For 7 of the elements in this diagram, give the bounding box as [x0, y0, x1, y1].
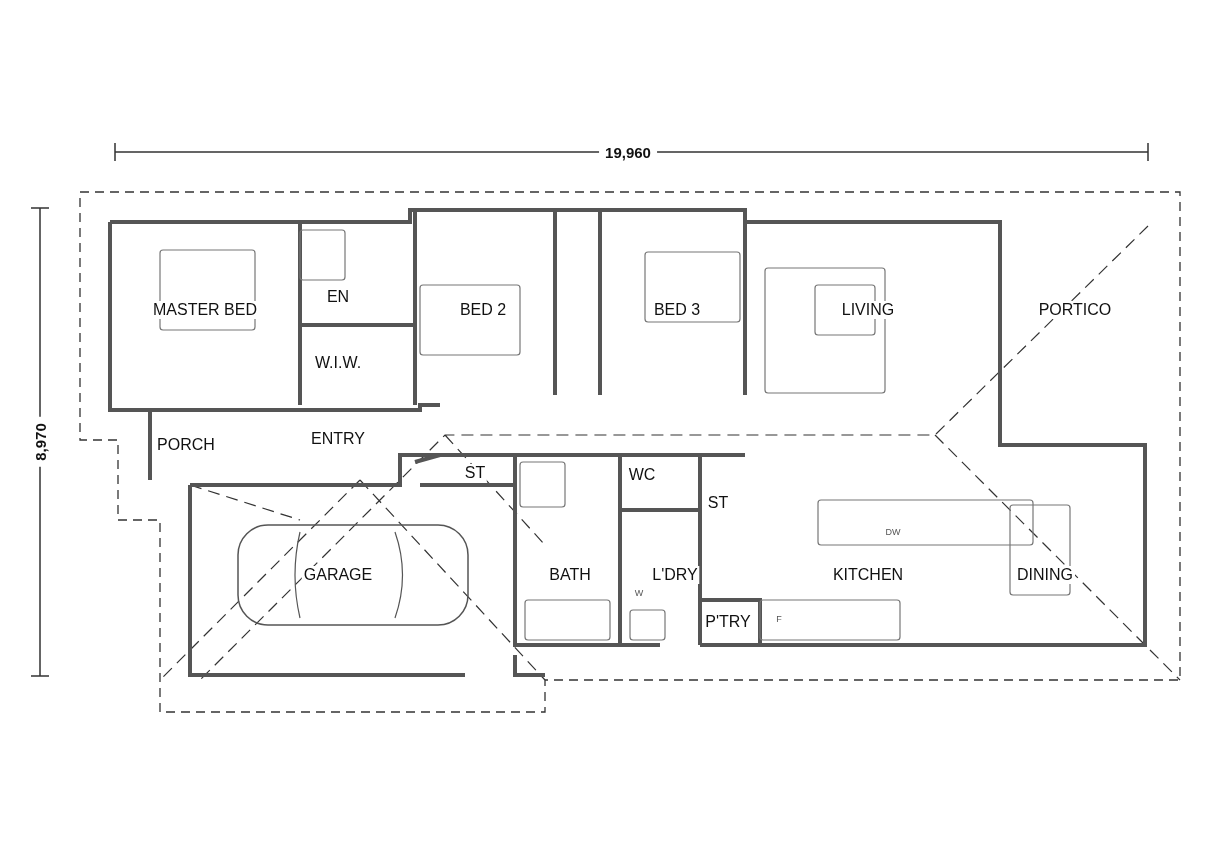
appliance-label: F	[774, 613, 784, 625]
appliance-label: W	[632, 587, 646, 599]
appliance-label: DW	[883, 526, 903, 538]
room-label: L'DRY	[650, 566, 700, 584]
room-label: MASTER BED	[151, 301, 259, 319]
room-label: ST	[462, 464, 488, 482]
room-label: DINING	[1015, 566, 1075, 584]
